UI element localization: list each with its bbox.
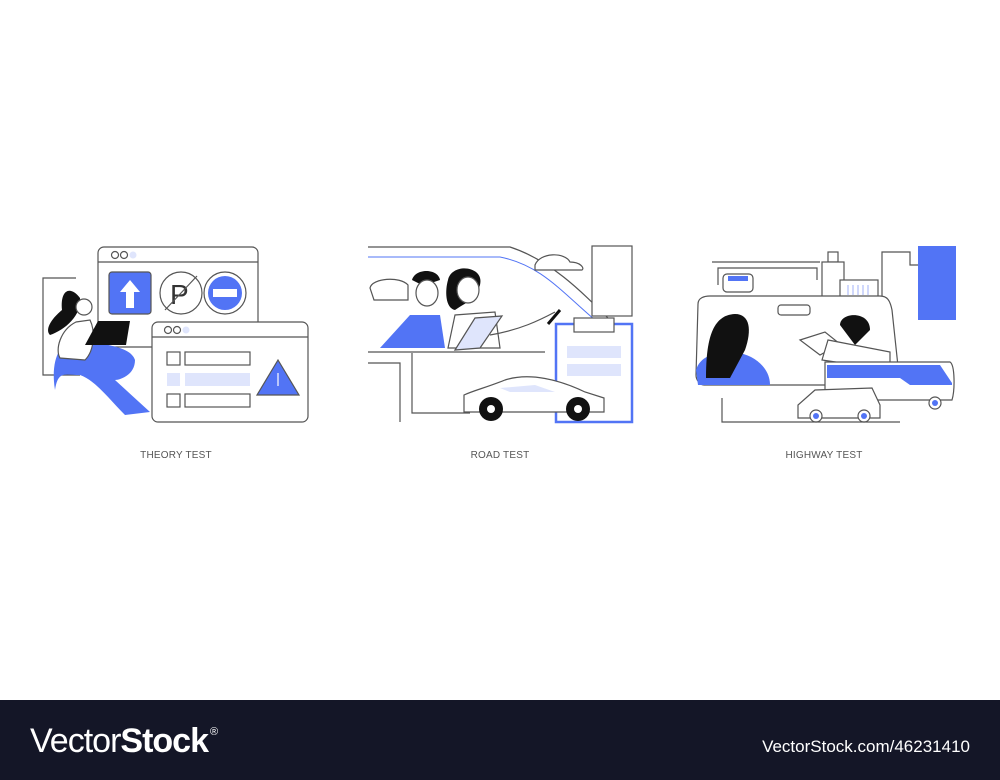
caption-road-test: ROAD TEST: [470, 450, 530, 461]
vectorstock-logo: VectorStock®: [30, 722, 218, 761]
highway-test-illustration: [695, 246, 956, 423]
logo-bold-text: Stock: [120, 722, 209, 760]
caption-theory-test: THEORY TEST: [140, 450, 212, 461]
footer-bar: VectorStock® VectorStock.com/46231410: [0, 700, 1000, 780]
image-url: VectorStock.com/46231410: [762, 737, 970, 756]
theory-test-illustration: P: [42, 246, 309, 423]
registered-mark: ®: [209, 726, 218, 738]
road-test-illustration: [368, 245, 634, 424]
caption-highway-test: HIGHWAY TEST: [785, 450, 863, 461]
logo-light-text: Vector: [30, 722, 121, 760]
